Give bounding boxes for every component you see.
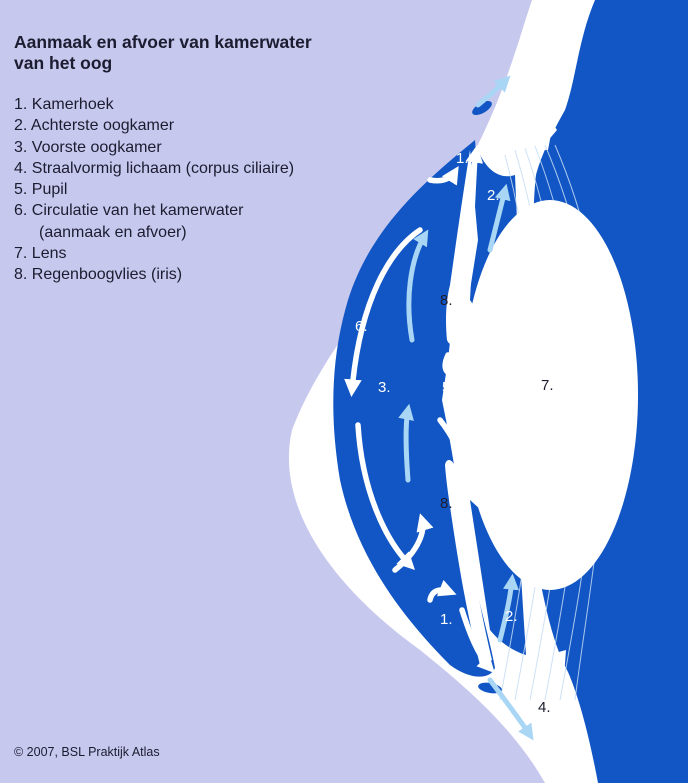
posterior-chamber-bottom [470, 500, 526, 655]
legend-item: 5. Pupil [14, 181, 68, 199]
copyright-notice: © 2007, BSL Praktijk Atlas [14, 745, 160, 759]
legend-item: 4. Straalvormig lichaam (corpus ciliaire… [14, 159, 295, 177]
legend-item: 2. Achterste oogkamer [14, 117, 175, 135]
label-lens: 7. [541, 377, 554, 394]
label-angle-top: 1. [456, 150, 469, 167]
legend-item: 8. Regenboogvlies (iris) [14, 266, 183, 284]
ciliary-body-top [540, 60, 567, 150]
label-anterior: 3. [378, 379, 391, 396]
legend-item: 6. Circulatie van het kamerwater [14, 202, 244, 220]
legend-item: 7. Lens [14, 245, 67, 263]
label-ciliary: 4. [538, 699, 551, 716]
legend-list: 1. Kamerhoek 2. Achterste oogkamer 3. Vo… [14, 94, 294, 286]
label-angle-bottom: 1. [440, 611, 453, 628]
title-line-1: Aanmaak en afvoer van kamerwater [14, 32, 312, 52]
legend-item-continuation: (aanmaak en afvoer) [39, 223, 187, 241]
legend-item: 3. Voorste oogkamer [14, 138, 162, 156]
label-iris-top: 8. [440, 292, 453, 309]
lens [462, 200, 638, 590]
label-pupil: 5. [442, 379, 455, 396]
label-posterior-bottom: 2. [505, 608, 518, 625]
circulation-arrows-light [398, 75, 534, 741]
label-iris-bottom: 8. [440, 495, 453, 512]
label-circulation: 6. [355, 318, 368, 335]
ciliary-body-bottom [536, 650, 566, 730]
drainage-canal-top [472, 101, 492, 115]
circulation-arrows-white [344, 145, 495, 674]
legend-item: 1. Kamerhoek [14, 96, 114, 113]
title-line-2: van het oog [14, 53, 113, 73]
iris-bottom [445, 460, 492, 665]
label-posterior-top: 2. [487, 187, 500, 204]
diagram-title: Aanmaak en afvoer van kamerwater van het… [14, 32, 312, 74]
